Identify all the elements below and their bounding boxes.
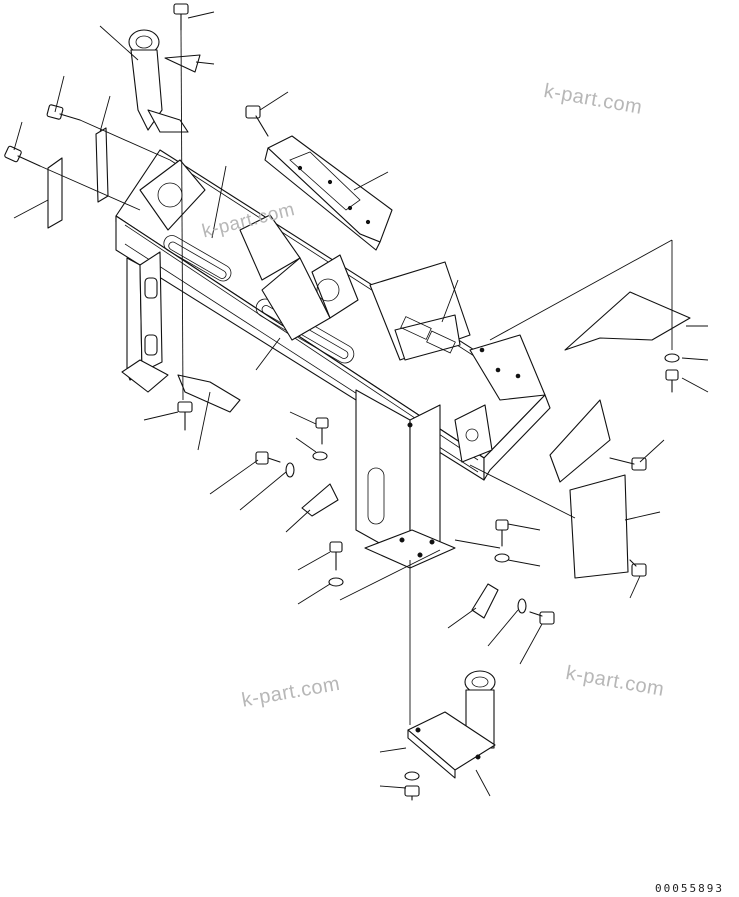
center-leg	[355, 389, 456, 569]
front-leg	[121, 251, 169, 393]
brackets	[47, 54, 691, 619]
cover-plate	[264, 135, 393, 251]
bolts-and-washers	[4, 3, 680, 801]
assembly-lines	[39, 29, 673, 725]
main-frame	[115, 149, 551, 481]
drawing-number: 00055893	[655, 882, 724, 895]
callout-leaders	[13, 11, 709, 797]
pipe-bracket-top	[128, 29, 189, 133]
pipe-bracket-bottom	[407, 670, 496, 779]
